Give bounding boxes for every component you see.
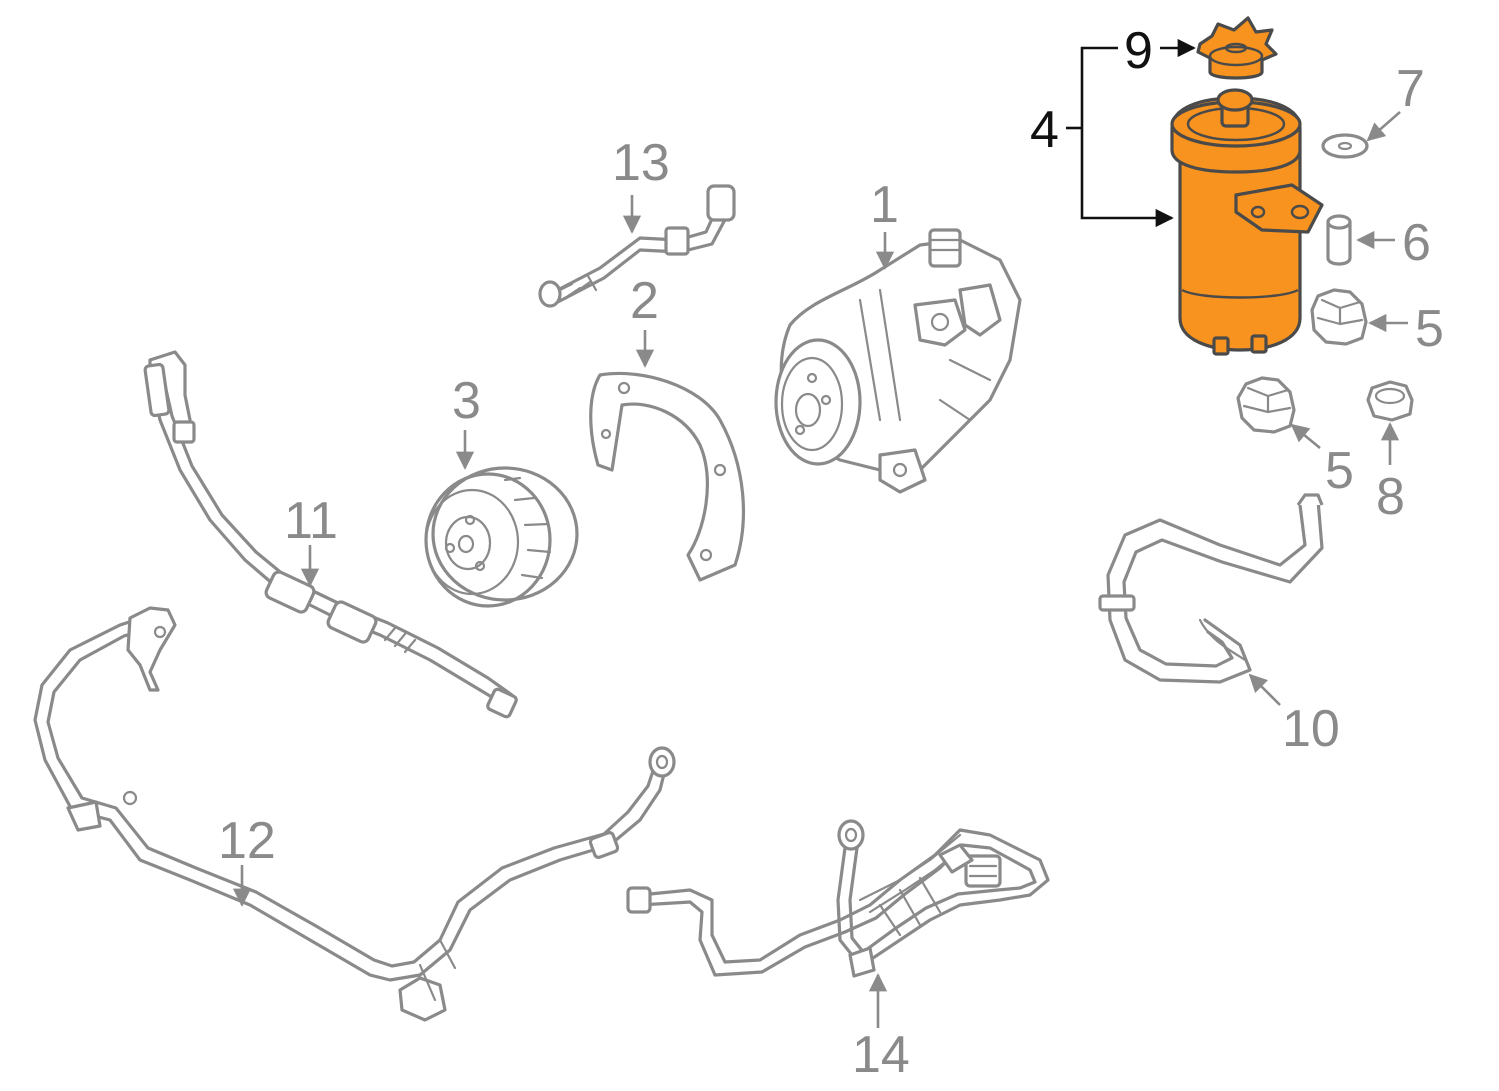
callout-4: 4 (1030, 101, 1059, 159)
callout-1: 1 (870, 176, 899, 234)
callout-2: 2 (630, 272, 659, 330)
part-5-grommet-upper[interactable] (1310, 288, 1368, 346)
callout-6: 6 (1402, 214, 1431, 272)
part-3-pulley[interactable] (424, 466, 579, 608)
callout-5-upper: 5 (1415, 300, 1444, 358)
part-5-grommet-lower[interactable] (1236, 376, 1296, 434)
part-6-sleeve[interactable] (1326, 214, 1352, 266)
part-12-return-line[interactable] (33, 606, 676, 1022)
callout-12: 12 (218, 812, 276, 870)
callout-3: 3 (452, 372, 481, 430)
part-8-nut[interactable] (1366, 380, 1414, 422)
part-11-pressure-hose[interactable] (143, 350, 518, 719)
callout-11: 11 (284, 492, 338, 550)
part-2-heat-shield[interactable] (589, 371, 746, 582)
callout-10: 10 (1282, 700, 1340, 758)
part-9-cap[interactable] (1196, 16, 1278, 80)
callout-7: 7 (1396, 60, 1425, 118)
part-13-hose[interactable] (538, 184, 736, 308)
callout-5-lower: 5 (1325, 442, 1354, 500)
callout-9: 9 (1124, 22, 1153, 80)
leader-lines (232, 38, 1408, 1028)
callout-14: 14 (852, 1026, 910, 1084)
part-4-reservoir[interactable] (1170, 88, 1324, 356)
part-10-suction-hose[interactable] (1098, 493, 1324, 684)
callout-13: 13 (612, 134, 670, 192)
part-14-hose-assembly[interactable] (626, 819, 1050, 978)
part-7-washer[interactable] (1321, 133, 1369, 159)
part-1-compressor[interactable] (774, 228, 1022, 494)
callout-8: 8 (1376, 468, 1405, 526)
